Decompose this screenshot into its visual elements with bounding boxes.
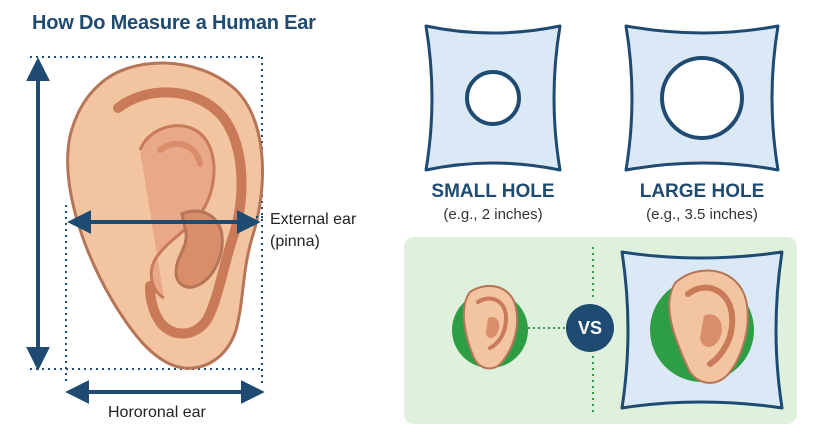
page-title: How Do Measure a Human Ear bbox=[32, 12, 316, 34]
small-ear-comparison bbox=[452, 284, 528, 370]
ear-drawing bbox=[66, 61, 264, 370]
horizontal-ear-label: Hororonal ear bbox=[108, 404, 206, 421]
external-ear-label: External ear (pinna) bbox=[270, 211, 357, 250]
small-hole-title: SMALL HOLE bbox=[431, 181, 555, 202]
large-hole-title: LARGE HOLE bbox=[639, 181, 765, 202]
vs-badge: VS bbox=[566, 304, 614, 352]
pillow-with-ear bbox=[620, 250, 784, 410]
pillow-large-hole bbox=[624, 24, 780, 172]
measurement-guides bbox=[30, 56, 263, 385]
large-hole-subtitle: (e.g., 3.5 inches) bbox=[646, 206, 758, 223]
pillow-small-hole bbox=[424, 24, 562, 172]
small-hole-subtitle: (e.g., 2 inches) bbox=[443, 206, 543, 223]
